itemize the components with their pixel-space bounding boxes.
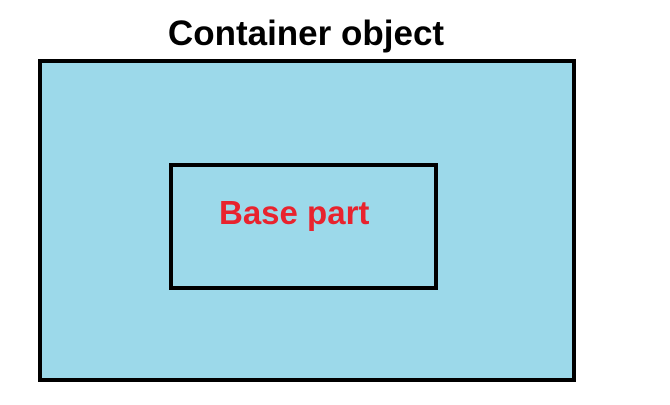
base-part-label: Base part <box>219 194 370 231</box>
diagram-title: Container object <box>167 14 445 53</box>
container-object-box <box>38 59 576 382</box>
base-part-box: Base part <box>169 163 438 290</box>
